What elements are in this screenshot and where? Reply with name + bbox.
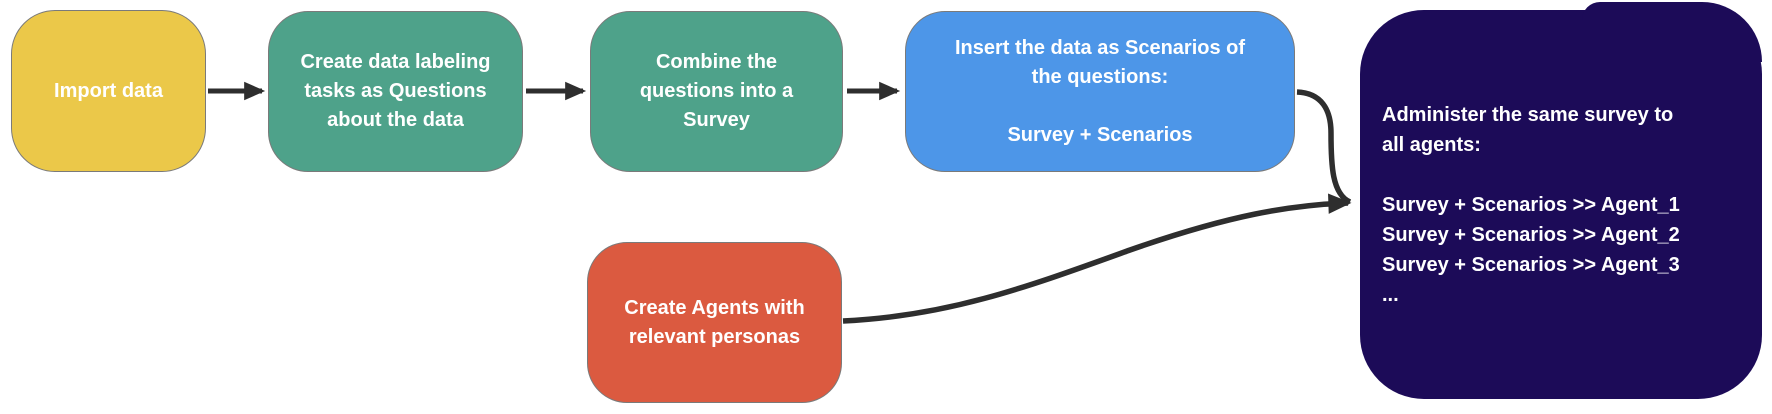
node-create-agents: Create Agents with relevant personas xyxy=(587,242,842,403)
node-combine-survey: Combine the questions into a Survey xyxy=(590,11,843,172)
arrow-agents-to-administer xyxy=(842,193,1352,324)
node-label: Create Agents with relevant personas xyxy=(624,296,805,348)
node-labeling-tasks: Create data labeling tasks as Questions … xyxy=(268,11,523,172)
node-label: Import data xyxy=(54,79,163,102)
node-insert-scenarios: Insert the data as Scenarios of the ques… xyxy=(905,11,1295,172)
node-import-data: Import data xyxy=(11,10,206,172)
node-label: Insert the data as Scenarios of the ques… xyxy=(954,36,1246,146)
node-administer-survey: Administer the same survey to all agents… xyxy=(1360,2,1762,399)
node-label: Administer the same survey to all agents… xyxy=(1382,103,1680,306)
arrow-insert-to-administer xyxy=(1296,89,1352,205)
node-label: Create data labeling tasks as Questions … xyxy=(300,51,491,131)
node-label: Combine the questions into a Survey xyxy=(639,51,794,131)
